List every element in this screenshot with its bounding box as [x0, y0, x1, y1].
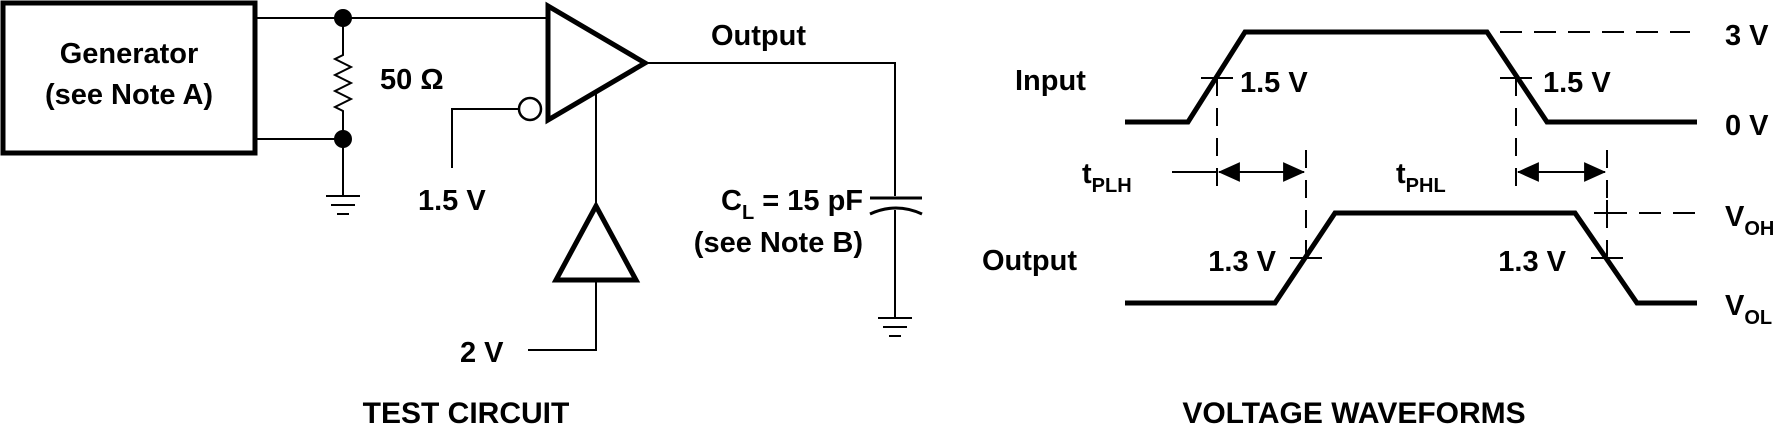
level-3v-label: 3 V	[1725, 20, 1769, 52]
input-rise-threshold-label: 1.5 V	[1240, 67, 1308, 99]
voh-label: VOH	[1725, 201, 1774, 240]
capacitor-icon	[869, 196, 923, 216]
tphl-label: tPHL	[1396, 158, 1446, 197]
ground-icon	[326, 195, 360, 215]
output-label: Output	[711, 20, 806, 52]
resistor	[332, 18, 354, 139]
capacitor-note: (see Note B)	[694, 227, 863, 259]
threshold-crosshair-icon	[1201, 77, 1623, 259]
driver-buffer-icon	[545, 1, 650, 125]
supply-voltage-label: 2 V	[460, 337, 504, 369]
output-waveform	[1125, 210, 1697, 306]
output-wire	[645, 62, 896, 196]
ground-icon	[878, 317, 912, 337]
capacitor-label: CL = 15 pF	[721, 185, 863, 224]
supply-buffer-icon	[551, 200, 641, 283]
vol-label: VOL	[1725, 290, 1772, 329]
test-circuit-title: TEST CIRCUIT	[363, 397, 570, 426]
generator-note: (see Note A)	[45, 79, 213, 111]
voltage-waveforms-title: VOLTAGE WAVEFORMS	[1182, 397, 1525, 426]
enable-wire	[451, 108, 519, 168]
input-fall-threshold-label: 1.5 V	[1543, 67, 1611, 99]
input-waveform	[1125, 29, 1697, 125]
output-fall-threshold-label: 1.3 V	[1498, 246, 1566, 278]
enable-bubble	[517, 96, 543, 122]
input-waveform-label: Input	[1015, 65, 1086, 97]
output-rise-threshold-label: 1.3 V	[1208, 246, 1276, 278]
voltage-waveforms: Input Output 1.5 V 1.5 V 1.3 V 1.3 V 3 V	[982, 20, 1774, 426]
generator-label: Generator	[60, 38, 199, 70]
enable-voltage-label: 1.5 V	[418, 185, 486, 217]
output-waveform-label: Output	[982, 245, 1077, 277]
level-0v-label: 0 V	[1725, 110, 1769, 142]
test-circuit: Generator (see Note A) 50 Ω 1.5 V Output…	[0, 0, 923, 426]
generator-box	[0, 0, 258, 156]
tplh-label: tPLH	[1082, 158, 1132, 197]
supply-wire	[528, 280, 597, 351]
resistor-label: 50 Ω	[380, 64, 444, 96]
